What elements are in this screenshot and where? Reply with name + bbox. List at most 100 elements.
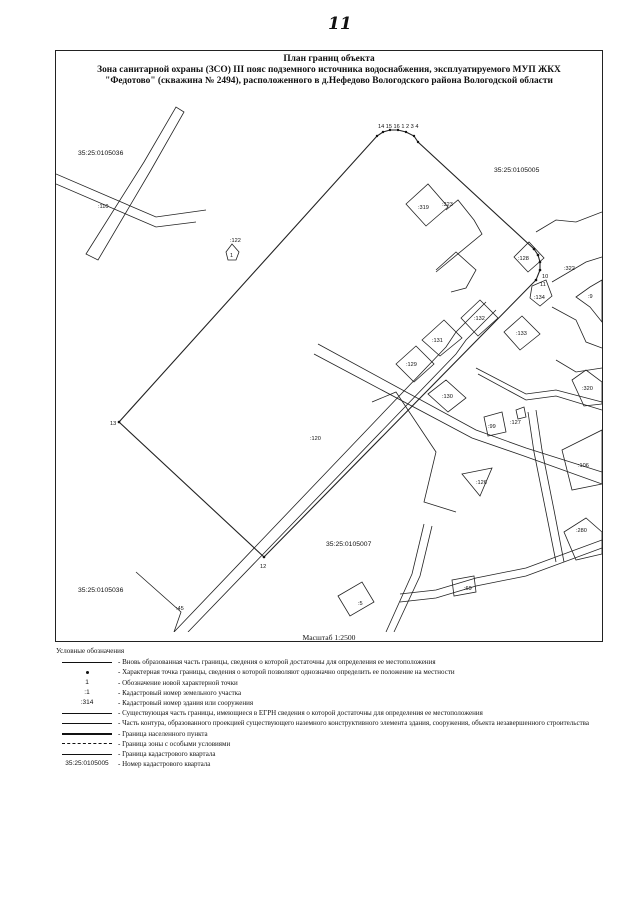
point-marker	[536, 253, 540, 257]
legend-text: - Граница населенного пункта	[118, 729, 208, 738]
parcel-9-edge	[575, 279, 602, 323]
quarter-label-ne: 35:25:0105005	[494, 167, 540, 174]
road-upper-left-2	[56, 183, 197, 228]
title-block: План границ объекта Зона санитарной охра…	[55, 54, 603, 87]
building-133	[503, 315, 541, 351]
legend-text: - Существующая часть границы, имеющиеся …	[118, 709, 483, 718]
road-top-right	[535, 211, 602, 233]
cadastral-map[interactable]: 14 15 16 1 2 3 4 10 11 13 12 35:25:01050…	[56, 92, 602, 632]
point-label-11: 11	[540, 282, 546, 288]
parcel-boundary-top	[435, 251, 477, 293]
legend-row: 35:25:0105005 - Номер кадастрового кварт…	[56, 759, 602, 769]
legend-text: - Граница зоны с особыми условиями	[118, 739, 231, 748]
legend-row: 1 - Обозначение новой характерной точки	[56, 678, 602, 688]
legend-symbol-text: :1	[84, 688, 90, 696]
road-mid-1	[317, 343, 602, 473]
parcel-label: :280	[576, 528, 587, 534]
legend-symbol-text: 35:25:0105005	[65, 760, 109, 768]
map-area[interactable]: 14 15 16 1 2 3 4 10 11 13 12 35:25:01050…	[56, 92, 602, 632]
legend-symbol-text: :314	[80, 698, 94, 706]
parcel-120-strip	[173, 301, 487, 632]
point-label-13: 13	[110, 421, 116, 427]
parcel-323	[435, 199, 483, 273]
legend-symbol-line	[56, 657, 118, 667]
quarter-label-sw: 35:25:0105036	[78, 587, 124, 594]
parcel-right-upper	[551, 306, 602, 349]
boundary-points-top	[375, 128, 420, 144]
building-320	[571, 369, 602, 407]
parcel-label: :45	[176, 606, 184, 612]
legend-text: - Обозначение новой характерной точки	[118, 678, 238, 687]
boundary-points-right	[532, 247, 542, 282]
legend-row: - Характерная точка границы, сведения о …	[56, 667, 602, 677]
building-131	[421, 319, 463, 357]
parcel-label: :129	[406, 362, 417, 368]
legend-symbol-text: 1	[85, 678, 89, 686]
point-marker	[412, 134, 416, 138]
building-130	[427, 379, 467, 413]
top-point-labels: 14 15 16 1 2 3 4	[378, 124, 418, 130]
parcel-label: :131	[432, 338, 443, 344]
parcel-label: :322	[564, 266, 575, 272]
title-line-1: План границ объекта	[283, 54, 375, 64]
parcel-label: :126	[476, 480, 487, 486]
point-marker	[388, 128, 392, 132]
legend-text: - Номер кадастрового квартала	[118, 760, 211, 769]
parcel-right-lower	[555, 359, 602, 373]
parcel-label: :106	[578, 463, 589, 469]
point-marker	[375, 134, 379, 138]
legend-symbol-line	[56, 749, 118, 759]
legend-text: - Вновь образованная часть границы, свед…	[118, 658, 436, 667]
page-number: 11	[328, 14, 352, 34]
legend-symbol-dot	[56, 667, 118, 677]
point-marker	[538, 260, 542, 264]
parcel-label: :133	[516, 331, 527, 337]
parcel-label: :127	[510, 420, 521, 426]
parcel-126-triangle	[461, 467, 493, 497]
legend-row: - Граница зоны с особыми условиями	[56, 739, 602, 749]
title-line-3: "Федотово" (скважина № 2494), расположен…	[105, 76, 553, 86]
parcel-label: :319	[418, 205, 429, 211]
legend-text: - Кадастровый номер здания или сооружени…	[118, 699, 254, 708]
road-vert-2	[535, 409, 565, 563]
road-right-1	[475, 367, 602, 403]
building-319	[405, 183, 449, 227]
plan-frame	[55, 50, 603, 642]
legend-text: - Кадастровый номер земельного участка	[118, 688, 242, 697]
point-label-10: 10	[542, 274, 548, 280]
parcel-label: :5	[358, 601, 363, 607]
legend-row: - Вновь образованная часть границы, свед…	[56, 657, 602, 667]
legend-text: - Характерная точка границы, сведения о …	[118, 668, 455, 677]
parcel-label: :134	[534, 295, 545, 301]
point-marker-13	[117, 420, 121, 424]
point-marker	[534, 278, 538, 282]
quarter-label-s: 35:25:0105007	[326, 541, 372, 548]
parcel-label: :132	[474, 316, 485, 322]
parcel-label: :323	[442, 202, 453, 208]
building-5	[337, 581, 375, 617]
building-134	[529, 279, 553, 307]
parcel-label: :130	[442, 394, 453, 400]
building-106	[561, 429, 602, 491]
scale-label: Масштаб 1:2500	[302, 633, 356, 642]
point-marker	[396, 128, 400, 132]
building-129	[395, 345, 435, 383]
legend-symbol-dash	[56, 739, 118, 749]
legend-title: Условные обозначения	[56, 647, 125, 655]
road-mid-2	[313, 353, 602, 485]
parcel-label: :9	[588, 294, 593, 300]
parcel-280	[563, 517, 602, 561]
legend-row: - Существующая часть границы, имеющиеся …	[56, 708, 602, 718]
parcel-120-strip-2	[187, 309, 497, 632]
road-vert-1	[527, 411, 557, 563]
parcel-label: :120	[310, 436, 321, 442]
legend-row: - Граница кадастрового квартала	[56, 749, 602, 759]
legend-row: - Часть контура, образованного проекцией…	[56, 718, 602, 728]
parcel-122-outline	[225, 243, 240, 261]
parcel-label: :320	[582, 386, 593, 392]
parcel-label: :69	[464, 586, 472, 592]
title-line-2: Зона санитарной охраны (ЗСО) III пояс по…	[97, 65, 561, 75]
legend-text: - Часть контура, образованного проекцией…	[118, 719, 589, 728]
legend-text: - Граница кадастрового квартала	[118, 750, 216, 759]
road-lower-2	[399, 547, 602, 603]
